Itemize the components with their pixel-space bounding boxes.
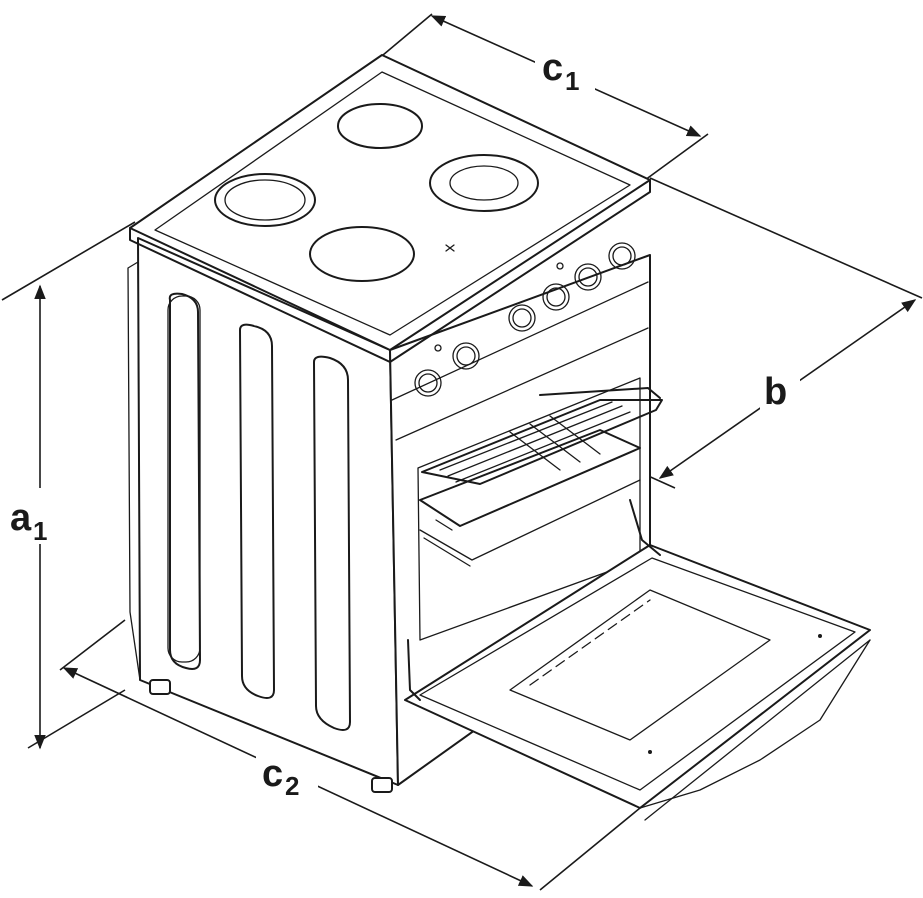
- label-c1-index: 1: [565, 66, 579, 96]
- label-a1-index: 1: [33, 516, 47, 546]
- label-c1: c: [542, 47, 563, 89]
- dimension-c1: c 1: [382, 13, 709, 181]
- electric-cooker-line-drawing: [127, 54, 871, 821]
- label-a1: a: [10, 497, 32, 539]
- dimension-a1: a 1: [1, 221, 136, 750]
- dimension-c2: c 2: [59, 619, 641, 891]
- label-c2-index: 2: [285, 771, 299, 801]
- label-b: b: [764, 371, 787, 413]
- label-c2: c: [262, 753, 283, 795]
